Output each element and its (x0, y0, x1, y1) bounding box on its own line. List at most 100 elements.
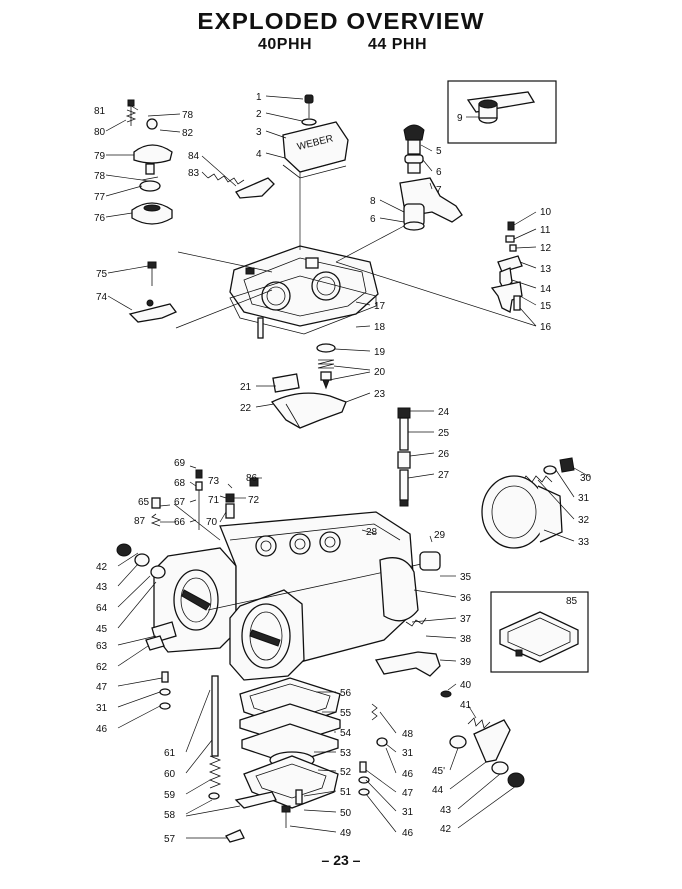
callout-80: 80 (94, 127, 106, 138)
callout-42b: 42 (440, 824, 452, 835)
callout-5: 5 (436, 146, 442, 157)
callout-87: 87 (134, 516, 146, 527)
callout-31b: 31 (96, 703, 108, 714)
callout-11: 11 (540, 225, 551, 236)
callout-70: 70 (206, 517, 218, 528)
callout-74: 74 (96, 292, 108, 303)
callout-59: 59 (164, 790, 176, 801)
callout-labels: 1 2 3 4 5 6 7 8 6 9 10 11 12 13 14 15 16… (94, 92, 592, 845)
tool-inset-box (447, 80, 557, 144)
right-linkage-assembly (490, 221, 523, 313)
callout-9: 9 (457, 113, 463, 124)
callout-63: 63 (96, 641, 108, 652)
callout-82: 82 (182, 128, 194, 139)
callout-38: 38 (460, 634, 472, 645)
callout-42a: 42 (96, 562, 108, 573)
model-label-44phh: 44 PHH (368, 36, 428, 53)
callout-32: 32 (578, 515, 590, 526)
callout-40: 40 (460, 680, 472, 691)
callout-47b: 47 (402, 788, 414, 799)
callout-14: 14 (540, 284, 552, 295)
callout-25: 25 (438, 428, 450, 439)
callout-37: 37 (460, 614, 472, 625)
callout-51: 51 (340, 787, 352, 798)
callout-31d: 31 (402, 807, 414, 818)
callout-61: 61 (164, 748, 176, 759)
callout-10: 10 (540, 207, 552, 218)
callout-44: 44 (432, 785, 444, 796)
base-gasket-inset-box (490, 591, 589, 673)
callout-21: 21 (240, 382, 252, 393)
callout-79: 79 (94, 151, 106, 162)
callout-86: 86 (246, 473, 258, 484)
pump-rod-assembly (208, 675, 277, 843)
callout-31c: 31 (402, 748, 414, 759)
callout-76: 76 (94, 213, 106, 224)
callout-18: 18 (374, 322, 386, 333)
callout-17: 17 (374, 301, 386, 312)
callout-43a: 43 (96, 582, 108, 593)
stud (257, 317, 264, 339)
callout-26: 26 (438, 449, 450, 460)
page-number: – 23 – (321, 852, 361, 868)
left-side-parts (116, 543, 177, 710)
callout-36: 36 (460, 593, 472, 604)
callout-65: 65 (138, 497, 150, 508)
callout-84: 84 (188, 151, 200, 162)
air-horn-assembly (481, 457, 575, 549)
callout-27: 27 (438, 470, 450, 481)
callout-22: 22 (240, 403, 252, 414)
callout-52: 52 (340, 767, 352, 778)
cover-plate-17 (229, 245, 379, 327)
callout-23: 23 (374, 389, 386, 400)
callout-47a: 47 (96, 682, 108, 693)
callout-50: 50 (340, 808, 352, 819)
callout-7: 7 (436, 185, 442, 196)
callout-48: 48 (402, 729, 414, 740)
callout-8: 8 (370, 196, 376, 207)
gasket-21 (272, 373, 300, 393)
callout-60: 60 (164, 769, 176, 780)
callout-46b: 46 (402, 769, 414, 780)
callout-45a: 45 (96, 624, 108, 635)
bracket-74 (128, 299, 178, 323)
idle-jets-group (150, 469, 259, 530)
callout-6a: 6 (436, 167, 442, 178)
callout-75: 75 (96, 269, 108, 280)
callout-55: 55 (340, 708, 352, 719)
callout-77: 77 (94, 192, 106, 203)
callout-28: 28 (366, 527, 378, 538)
pump-cover-assembly (125, 99, 173, 225)
callout-54: 54 (340, 728, 352, 739)
callout-66: 66 (174, 517, 186, 528)
float-22 (270, 392, 347, 429)
callout-43b: 43 (440, 805, 452, 816)
callout-1: 1 (256, 92, 262, 103)
callout-53: 53 (340, 748, 352, 759)
callout-2: 2 (256, 109, 262, 120)
needle-valve-20 (317, 359, 335, 390)
callout-64: 64 (96, 603, 108, 614)
callout-12: 12 (540, 243, 552, 254)
callout-20: 20 (374, 367, 386, 378)
spring-lever (207, 173, 275, 199)
model-label-40phh: 40PHH (258, 36, 313, 53)
leader-lines (105, 95, 591, 839)
callout-58: 58 (164, 810, 176, 821)
callout-62: 62 (96, 662, 108, 673)
callout-46c: 46 (402, 828, 414, 839)
callout-49: 49 (340, 828, 352, 839)
callout-67: 67 (174, 497, 186, 508)
callout-81: 81 (94, 106, 106, 117)
right-side-small-parts (358, 703, 388, 796)
page-title: EXPLODED OVERVIEW (197, 8, 485, 34)
carburetor-cover: WEBER (282, 121, 349, 179)
throttle-lever-assembly (374, 617, 525, 788)
callout-72: 72 (248, 495, 260, 506)
gasket-18 (229, 275, 377, 335)
callout-4: 4 (256, 149, 262, 160)
callout-78b: 78 (182, 110, 194, 121)
callout-39: 39 (460, 657, 472, 668)
washer-19 (316, 343, 336, 353)
